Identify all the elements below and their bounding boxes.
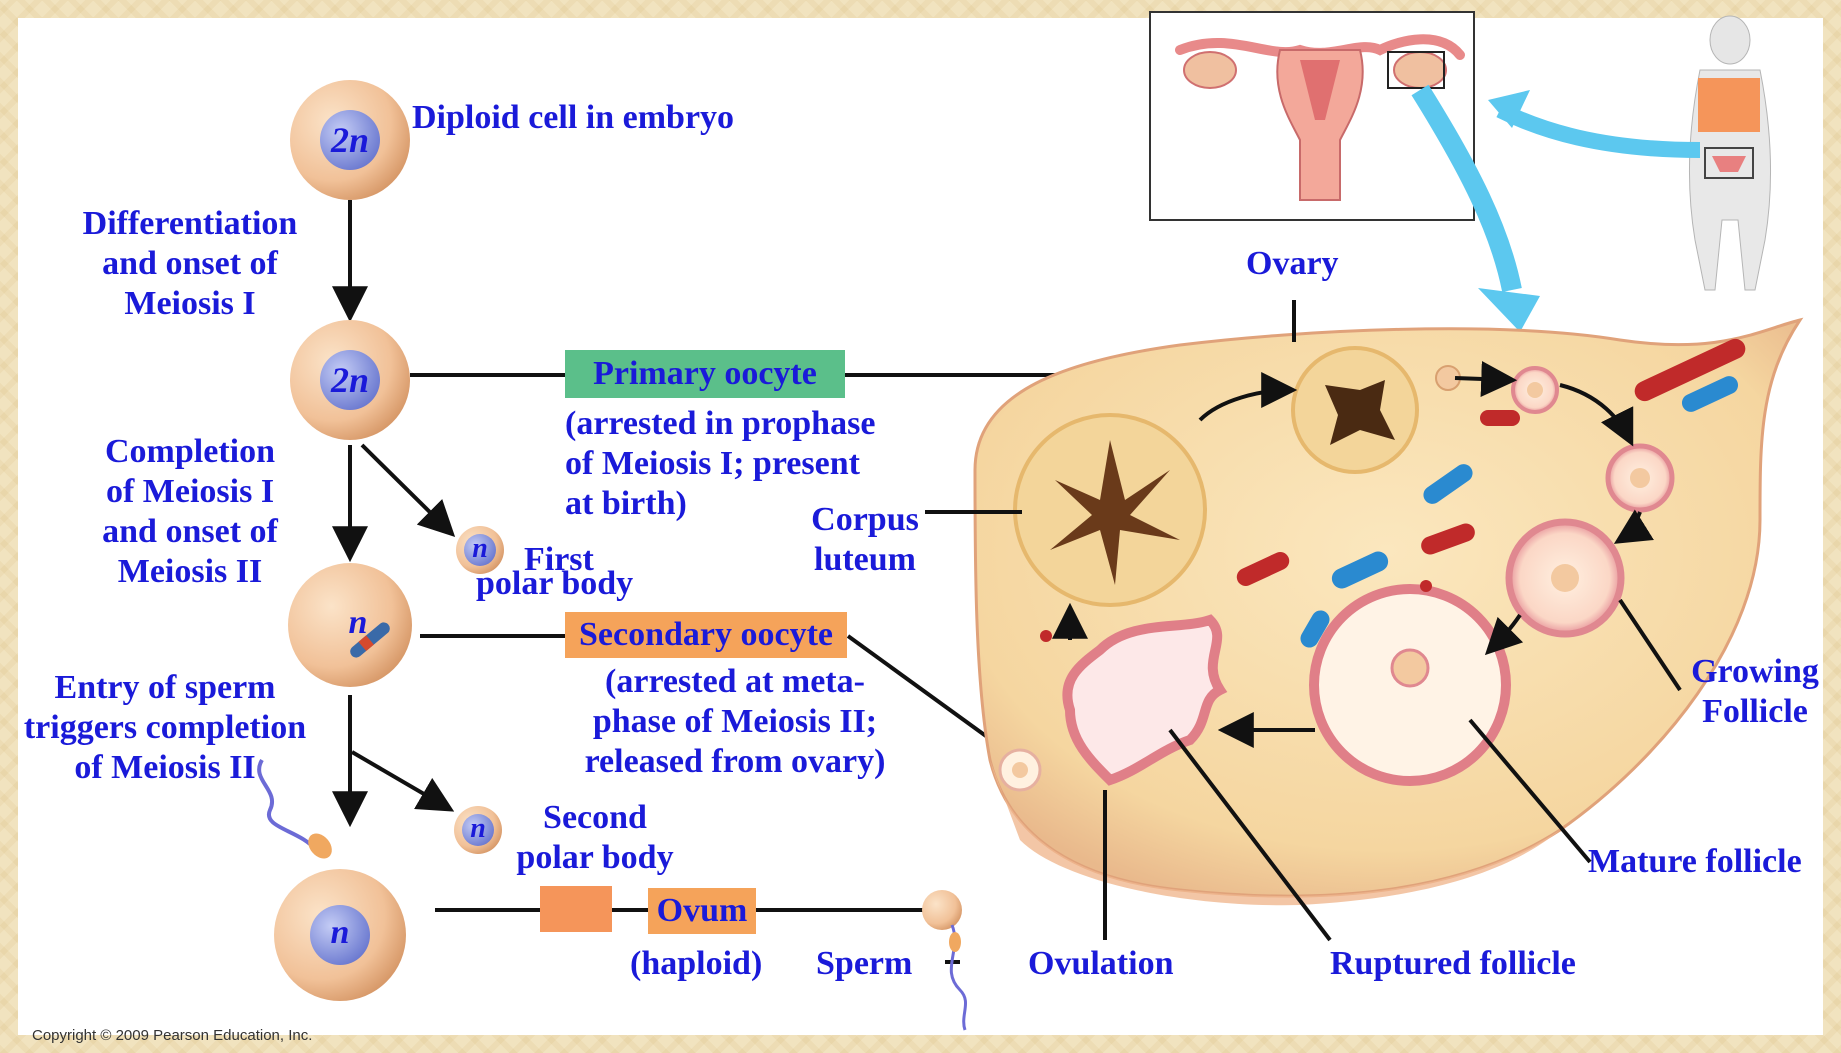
stage-arrows	[350, 200, 450, 820]
step3-line: triggers completion	[0, 708, 330, 748]
female-figure	[1690, 16, 1771, 290]
first-polar-ploidy: n	[468, 534, 492, 564]
primary-desc-line: (arrested in prophase	[565, 404, 875, 444]
corpus-line: Corpus	[795, 500, 935, 540]
step3-line: of Meiosis II	[0, 748, 330, 788]
diploid-label: Diploid cell in embryo	[412, 98, 734, 138]
second-polar-ploidy: n	[466, 814, 490, 844]
step1-line: and onset of	[40, 244, 340, 284]
sperm-label: Sperm	[816, 944, 912, 984]
step3-line: Entry of sperm	[0, 668, 330, 708]
secondary-oocyte-box: Secondary oocyte	[565, 612, 847, 658]
step2-line: of Meiosis I	[40, 472, 340, 512]
second-polar-label: Second polar body	[505, 798, 685, 878]
primary-desc-line: of Meiosis I; present	[565, 444, 875, 484]
corpus-luteum-label: Corpus luteum	[795, 500, 935, 580]
ovum-box: Ovum	[648, 888, 756, 934]
first-polar-label-2: polar body	[476, 564, 633, 604]
primary-ploidy: 2n	[322, 362, 378, 398]
second-polar-line: polar body	[505, 838, 685, 878]
ovum-ploidy: n	[320, 916, 360, 950]
growing-follicle-label: Growing Follicle	[1680, 652, 1830, 732]
secondary-desc-line: (arrested at meta-	[565, 662, 905, 702]
step1-label: Differentiation and onset of Meiosis I	[40, 204, 340, 324]
step2-label: Completion of Meiosis I and onset of Mei…	[40, 432, 340, 592]
diploid-ploidy: 2n	[322, 122, 378, 158]
ruptured-follicle-label: Ruptured follicle	[1330, 944, 1576, 984]
redaction-block	[540, 886, 612, 932]
primary-oocyte-box: Primary oocyte	[565, 350, 845, 398]
step2-line: Meiosis II	[40, 552, 340, 592]
step1-line: Differentiation	[40, 204, 340, 244]
secondary-desc-line: released from ovary)	[565, 742, 905, 782]
copyright-text: Copyright © 2009 Pearson Education, Inc.	[32, 1027, 312, 1044]
corpus-line: luteum	[795, 540, 935, 580]
step2-line: Completion	[40, 432, 340, 472]
ovulation-label: Ovulation	[1028, 944, 1173, 984]
ovum-cell	[259, 760, 406, 1001]
second-polar-line: Second	[505, 798, 685, 838]
step3-label: Entry of sperm triggers completion of Me…	[0, 668, 330, 788]
secondary-oocyte-desc: (arrested at meta- phase of Meiosis II; …	[565, 662, 905, 782]
secondary-desc-line: phase of Meiosis II;	[565, 702, 905, 742]
ovary-label: Ovary	[1246, 244, 1339, 284]
ovum-desc: (haploid)	[630, 944, 762, 984]
mature-follicle-label: Mature follicle	[1588, 842, 1802, 882]
growing-line: Follicle	[1680, 692, 1830, 732]
growing-line: Growing	[1680, 652, 1830, 692]
ovary-section	[975, 320, 1800, 905]
step2-line: and onset of	[40, 512, 340, 552]
secondary-ploidy: n	[338, 606, 378, 640]
step1-line: Meiosis I	[40, 284, 340, 324]
